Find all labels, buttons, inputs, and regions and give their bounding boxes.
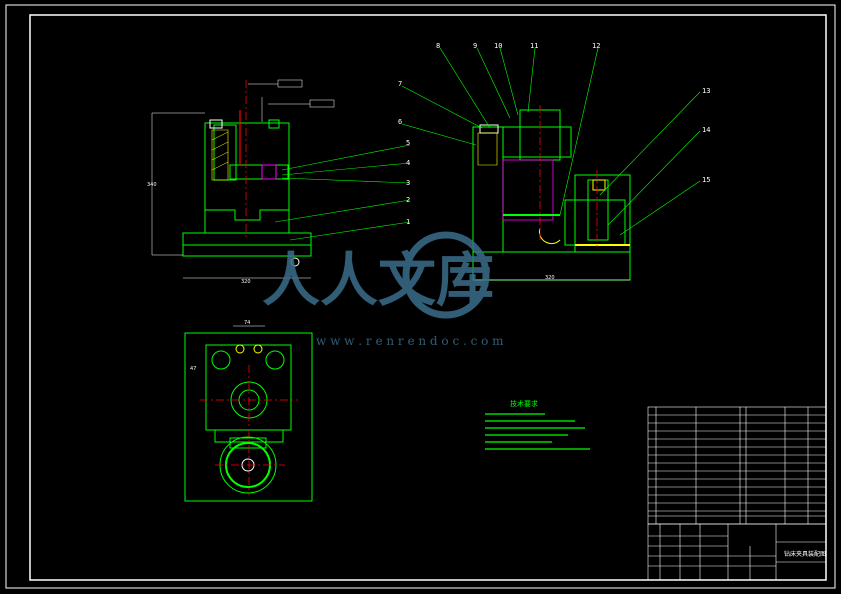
part-label-6: 6 bbox=[398, 118, 402, 126]
side-width-dim: 320 bbox=[545, 275, 555, 281]
tech-notes-body bbox=[485, 413, 590, 450]
top-width-dim: 74 bbox=[244, 320, 250, 326]
part-label-11: 11 bbox=[530, 42, 538, 50]
top-view bbox=[184, 332, 313, 502]
part-label-13: 13 bbox=[702, 87, 710, 95]
part-label-12: 12 bbox=[592, 42, 600, 50]
part-label-7: 7 bbox=[398, 80, 402, 88]
part-label-9: 9 bbox=[473, 42, 477, 50]
tech-notes-title: 技术要求 bbox=[510, 399, 538, 408]
part-label-5: 5 bbox=[406, 139, 410, 147]
inner-frame bbox=[29, 14, 827, 581]
side-leaders bbox=[401, 47, 701, 236]
outer-frame bbox=[5, 4, 836, 589]
watermark: 人人文库 w w w . r e n r e n d o c . c o m bbox=[262, 231, 504, 348]
title-block bbox=[647, 523, 827, 581]
front-view bbox=[182, 119, 312, 267]
watermark-brand: 人人文库 bbox=[262, 246, 494, 314]
part-label-8: 8 bbox=[436, 42, 440, 50]
front-dims bbox=[151, 79, 335, 279]
drawing-title: 钻床夹具装配图 bbox=[784, 550, 826, 558]
part-label-3: 3 bbox=[406, 179, 410, 187]
watermark-url: w w w . r e n r e n d o c . c o m bbox=[316, 334, 504, 348]
top-centerlines bbox=[200, 365, 298, 495]
part-label-4: 4 bbox=[406, 159, 410, 167]
top-height-dim: 47 bbox=[190, 366, 196, 372]
part-label-10: 10 bbox=[494, 42, 502, 50]
front-leaders bbox=[274, 144, 411, 241]
front-height-dim: 340 bbox=[147, 182, 157, 188]
part-label-14: 14 bbox=[702, 126, 710, 134]
parts-list bbox=[647, 406, 827, 525]
part-label-15: 15 bbox=[702, 176, 710, 184]
side-view bbox=[472, 109, 631, 281]
part-label-2: 2 bbox=[406, 196, 410, 204]
front-width-dim: 320 bbox=[241, 279, 251, 285]
part-label-1: 1 bbox=[406, 218, 410, 226]
watermark-logo-icon bbox=[402, 231, 490, 319]
